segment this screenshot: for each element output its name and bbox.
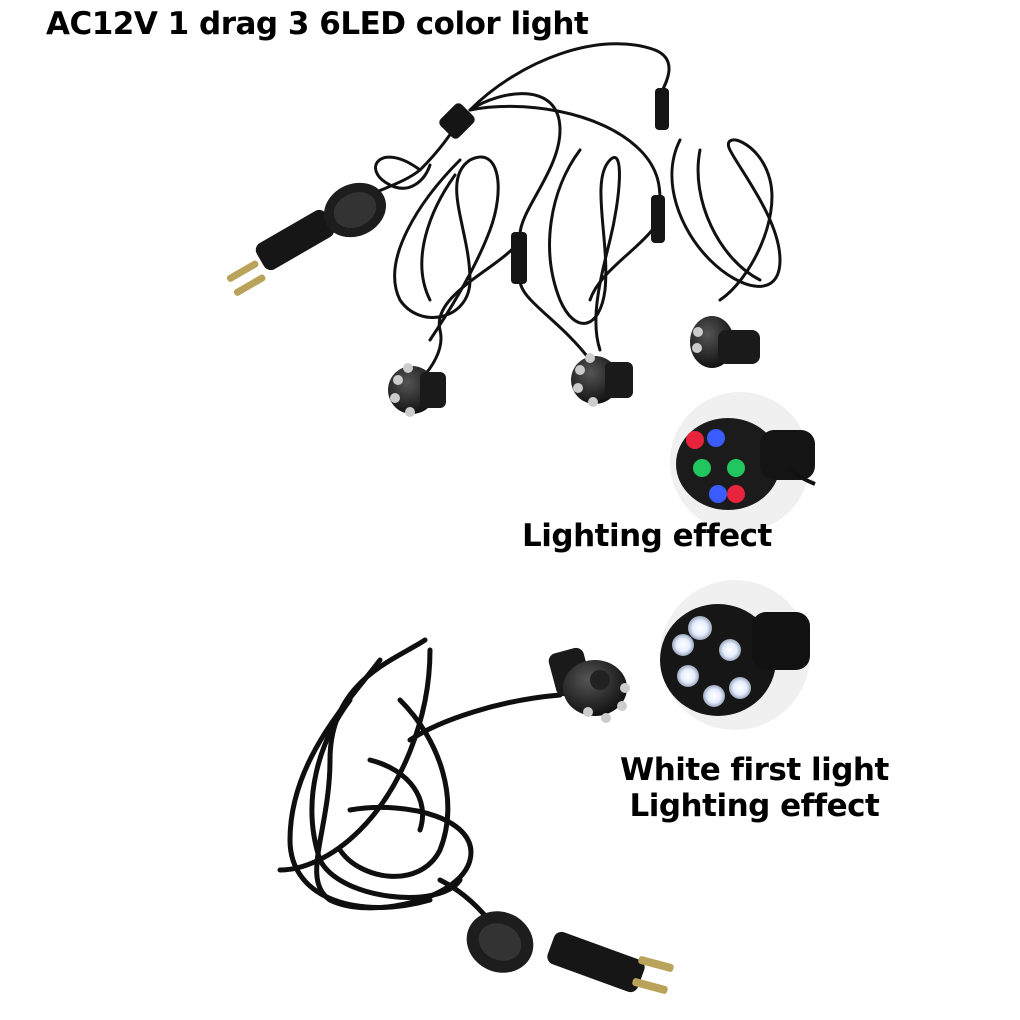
led-head-left — [388, 363, 446, 417]
white-effect-caption: White first light Lighting effect — [620, 752, 889, 824]
power-plug-bottom — [466, 911, 674, 994]
white-effect-caption-line2: Lighting effect — [629, 788, 880, 824]
white-effect-inset — [660, 580, 810, 730]
color-effect-inset — [670, 392, 816, 532]
inline-connectors — [439, 88, 669, 284]
led-head-bottom — [548, 647, 630, 723]
product-title: AC12V 1 drag 3 6LED color light — [46, 6, 589, 42]
white-effect-caption-line1: White first light — [620, 752, 889, 788]
cable-harness-top — [328, 42, 782, 382]
power-plug-top — [226, 182, 387, 296]
cable-coil-bottom — [277, 637, 563, 938]
led-head-right — [690, 316, 760, 368]
led-head-middle — [571, 353, 633, 407]
color-effect-caption: Lighting effect — [522, 518, 772, 554]
